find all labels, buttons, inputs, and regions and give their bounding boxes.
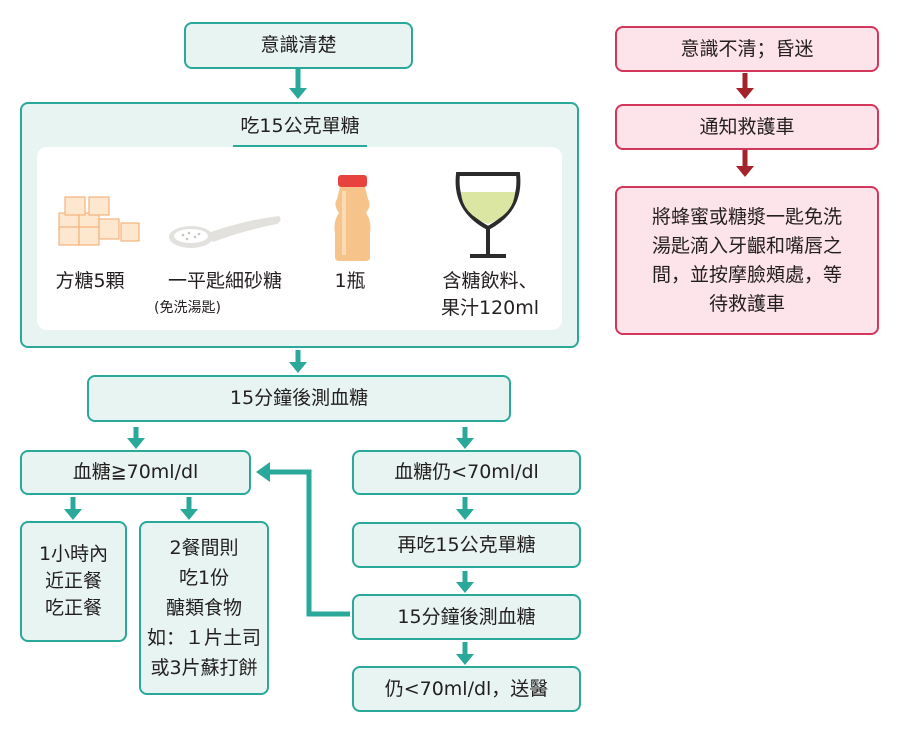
meal-soon-box: 1小時內 近正餐 吃正餐 [20,521,127,642]
still-low-label: 仍<70ml/dl，送醫 [384,677,549,700]
call-ambulance-label: 通知救護車 [699,115,795,138]
option-sugar-spoon: 一平匙細砂糖 [167,270,282,292]
meal-far-label: 2餐間則 吃1份 醣類食物 如：１片土司 或3片蘇打餅 [146,537,261,679]
juice-glass-icon [455,172,521,258]
option-bottle: 1瓶 [334,270,366,292]
title-underline [233,145,367,147]
option-sugar-spoon-note: (免洗湯匙) [154,300,221,316]
meal-far-box: 2餐間則 吃1份 醣類食物 如：１片土司 或3片蘇打餅 [139,521,269,695]
glucose-ok-box: 血糖≧70ml/dl [20,450,251,495]
unconscious-label: 意識不清；昏迷 [680,37,814,60]
arrow-check-again-to-ok [268,469,350,617]
check-glucose-label: 15分鐘後測血糖 [229,387,369,409]
conscious-label: 意識清楚 [260,34,337,56]
unconscious-box: 意識不清；昏迷 [615,26,879,72]
check-again-box: 15分鐘後測血糖 [352,594,581,640]
glucose-low-label: 血糖仍<70ml/dl [394,461,539,483]
call-ambulance-box: 通知救護車 [615,104,879,150]
check-glucose-box: 15分鐘後測血糖 [87,375,511,422]
sugar-spoon-icon [169,216,281,248]
first-aid-action-box: 將蜂蜜或糖漿一匙免洗 湯匙滴入牙齦和嘴唇之 間，並按摩臉頰處，等 待救護車 [615,186,879,335]
eat-again-box: 再吃15公克單糖 [352,522,581,568]
option-sugar-cubes: 方糖5顆 [55,270,125,292]
yakult-bottle-icon [334,175,371,261]
eat-again-label: 再吃15公克單糖 [397,533,536,556]
glucose-ok-label: 血糖≧70ml/dl [72,461,199,483]
sugar-cubes-icon [58,196,140,246]
meal-soon-label: 1小時內 近正餐 吃正餐 [38,543,109,619]
check-again-label: 15分鐘後測血糖 [397,605,536,628]
still-low-box: 仍<70ml/dl，送醫 [352,666,581,712]
glucose-low-box: 血糖仍<70ml/dl [352,450,581,495]
conscious-box: 意識清楚 [184,22,413,69]
eat-sugar-title: 吃15公克單糖 [240,115,360,137]
option-juice: 含糖飲料、 果汁120ml [440,270,540,319]
first-aid-action-label: 將蜂蜜或糖漿一匙免洗 湯匙滴入牙齦和嘴唇之 間，並按摩臉頰處，等 待救護車 [651,205,842,315]
